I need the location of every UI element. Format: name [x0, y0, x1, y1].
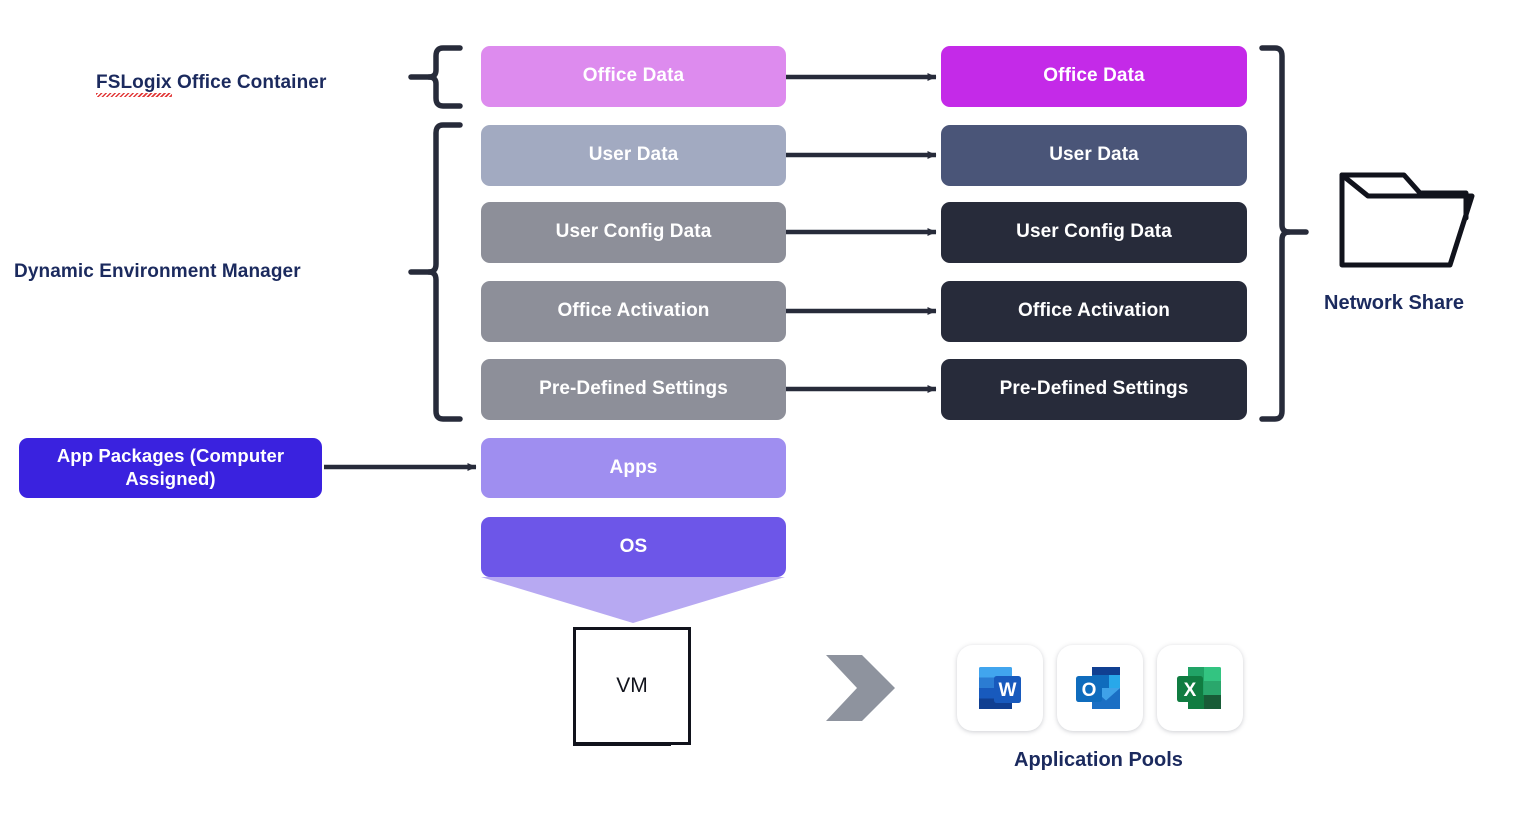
- svg-text:O: O: [1082, 680, 1097, 701]
- os-funnel-triangle: [481, 577, 785, 623]
- box-share-user-config-data[interactable]: User Config Data: [941, 202, 1247, 263]
- app-packages-line-1: App Packages (Computer: [56, 445, 285, 467]
- app-tile-word[interactable]: W: [957, 645, 1043, 731]
- application-pools-label: Application Pools: [1014, 749, 1183, 771]
- box-app-packages[interactable]: App Packages (Computer Assigned): [19, 438, 322, 498]
- box-os[interactable]: OS: [481, 517, 786, 577]
- word-icon: W: [979, 667, 1021, 709]
- app-tile-excel[interactable]: X: [1157, 645, 1243, 731]
- group-label-dem: Dynamic Environment Manager: [14, 261, 301, 282]
- vm-baseline-accent: [573, 743, 671, 746]
- network-share-label: Network Share: [1324, 292, 1465, 314]
- box-share-office-activation[interactable]: Office Activation: [941, 281, 1247, 342]
- misspelled-word-fslogix: FSLogix: [96, 72, 172, 97]
- app-packages-line-2: Assigned): [125, 468, 216, 489]
- box-share-user-data[interactable]: User Data: [941, 125, 1247, 186]
- group-label-fslogix: FSLogix Office Container: [96, 72, 327, 97]
- brace-network-share: [1259, 45, 1309, 422]
- vm-label: VM: [616, 674, 648, 697]
- app-tile-outlook[interactable]: O: [1057, 645, 1143, 731]
- box-local-user-config-data[interactable]: User Config Data: [481, 202, 786, 263]
- chevron-right-icon: [826, 655, 895, 721]
- brace-dem: [408, 122, 463, 422]
- box-share-office-data[interactable]: Office Data: [941, 46, 1247, 107]
- box-local-user-data[interactable]: User Data: [481, 125, 786, 186]
- excel-icon: X: [1177, 667, 1221, 709]
- folder-icon: [1339, 172, 1475, 268]
- box-apps[interactable]: Apps: [481, 438, 786, 498]
- svg-text:W: W: [999, 680, 1017, 701]
- box-local-pre-defined-settings[interactable]: Pre-Defined Settings: [481, 359, 786, 420]
- box-local-office-data[interactable]: Office Data: [481, 46, 786, 107]
- box-local-office-activation[interactable]: Office Activation: [481, 281, 786, 342]
- box-share-pre-defined-settings[interactable]: Pre-Defined Settings: [941, 359, 1247, 420]
- group-label-fslogix-suffix: Office Container: [171, 72, 327, 93]
- brace-fslogix: [408, 45, 463, 109]
- vm-box[interactable]: VM: [573, 627, 691, 745]
- svg-text:X: X: [1184, 680, 1197, 701]
- outlook-icon: O: [1076, 667, 1120, 709]
